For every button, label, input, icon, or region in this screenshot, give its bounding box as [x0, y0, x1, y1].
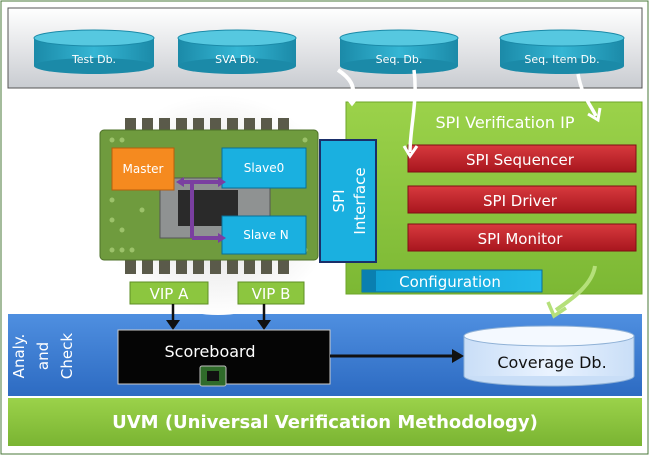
- vip-a-arrowhead: [166, 320, 180, 330]
- bus-arrow-master: [176, 177, 184, 187]
- footer-title: UVM (Universal Verification Methodology): [112, 412, 538, 433]
- spi-interface-line1: SPI: [330, 190, 348, 213]
- vip-a-block: VIP A: [129, 281, 209, 305]
- side-label-3: Check: [58, 333, 76, 379]
- seq-item-db-label: Seq. Item Db.: [524, 53, 599, 66]
- test-db-label: Test Db.: [71, 53, 116, 66]
- spi-interface-line2: Interface: [351, 167, 369, 234]
- bus-arrow-slave0: [218, 177, 226, 187]
- spi-driver-block: SPI Driver: [407, 185, 637, 214]
- coverage-db-label: Coverage Db.: [497, 353, 606, 372]
- side-label-1: Analy.: [10, 334, 28, 379]
- seq-db-arrowhead-1: [342, 93, 362, 107]
- spi-monitor-block: SPI Monitor: [407, 223, 637, 252]
- scoreboard-label: Scoreboard: [164, 342, 255, 361]
- spi-bus: [180, 180, 222, 240]
- monitor-coverage-arrowhead: [546, 301, 567, 319]
- monitor-coverage-arrow: [554, 265, 597, 312]
- chip-icon-core: [207, 371, 219, 381]
- spi-sequencer-block: SPI Sequencer: [407, 144, 637, 173]
- verification-ip-title: SPI Verification IP: [436, 113, 575, 132]
- seq-db-arrow-1: [336, 68, 356, 101]
- seq-item-db-arrowhead: [587, 107, 602, 123]
- vip-b-arrowhead: [257, 320, 271, 330]
- master-block: Master: [111, 147, 175, 191]
- coverage-arrowhead: [452, 349, 464, 363]
- chip-pins-top: [125, 118, 289, 132]
- slaveN-block: Slave N: [221, 215, 307, 255]
- coverage-db-cylinder: Coverage Db.: [463, 325, 635, 387]
- vip-a-label: VIP A: [150, 285, 189, 303]
- sva-db-label: SVA Db.: [215, 53, 259, 66]
- sva-db-cylinder: SVA Db.: [177, 29, 297, 74]
- test-db-cylinder: Test Db.: [33, 29, 155, 74]
- chip-pins-bottom: [125, 258, 289, 274]
- spi-interface-block: SPI Interface: [319, 139, 377, 263]
- slave0-block: Slave0: [221, 147, 307, 189]
- seq-db-arrowhead-2: [402, 145, 419, 159]
- configuration-label: Configuration: [399, 273, 501, 291]
- seq-db-arrow-2: [408, 69, 417, 153]
- spi-driver-label: SPI Driver: [483, 192, 558, 210]
- vip-b-label: VIP B: [252, 285, 291, 303]
- seq-db-cylinder: Seq. Db.: [339, 29, 459, 74]
- footer-bar: [8, 398, 642, 446]
- spi-sequencer-label: SPI Sequencer: [466, 151, 575, 169]
- slave0-label: Slave0: [244, 161, 284, 175]
- bus-arrow-slaveN: [218, 233, 226, 243]
- spi-monitor-label: SPI Monitor: [478, 230, 564, 248]
- scoreboard-block: Scoreboard: [117, 329, 331, 387]
- master-label: Master: [123, 162, 164, 176]
- seq-db-label: Seq. Db.: [376, 53, 423, 66]
- side-label-2: and: [34, 342, 52, 370]
- vip-b-block: VIP B: [237, 281, 305, 305]
- configuration-block: Configuration: [361, 269, 543, 293]
- seq-item-db-arrow: [576, 73, 598, 117]
- seq-item-db-cylinder: Seq. Item Db.: [499, 29, 625, 74]
- slaveN-label: Slave N: [243, 228, 289, 242]
